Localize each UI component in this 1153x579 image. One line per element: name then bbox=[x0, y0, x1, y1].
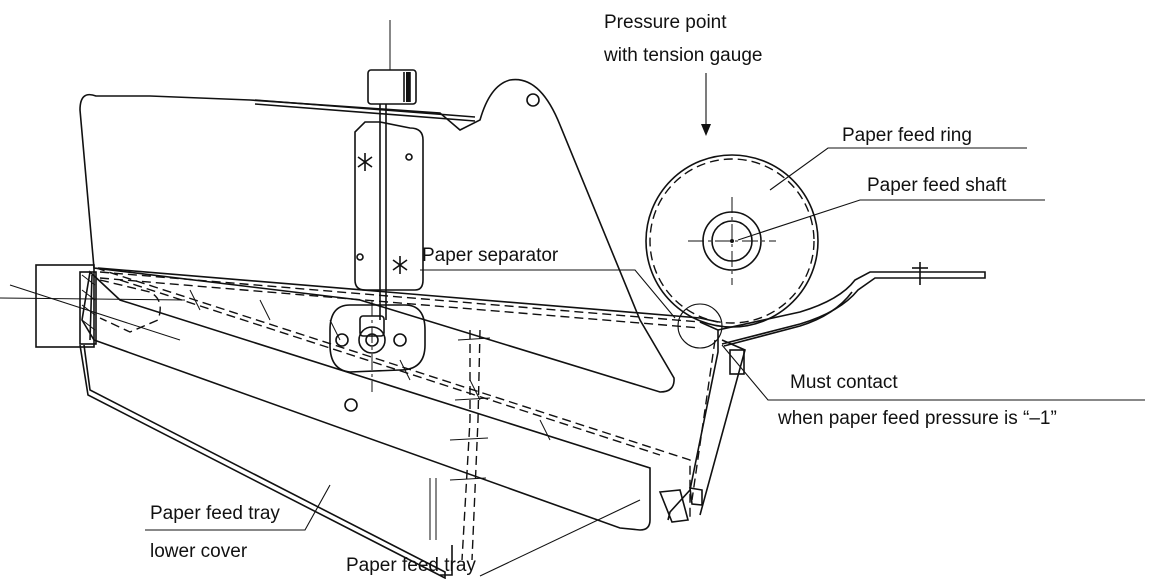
frame-hole-bottom bbox=[344, 398, 358, 412]
tray-cover-label-line1: Paper feed tray bbox=[150, 503, 280, 524]
feed-shaft-label: Paper feed shaft bbox=[867, 175, 1007, 196]
exit-guide bbox=[717, 271, 986, 345]
screw-icon-upper bbox=[357, 153, 373, 171]
tray-cover-label-line2: lower cover bbox=[150, 541, 248, 562]
separator-label: Paper separator bbox=[422, 245, 559, 266]
paper-chute bbox=[667, 321, 719, 521]
pressure-point-label-line1: Pressure point bbox=[604, 12, 727, 33]
pivot-cam bbox=[329, 304, 426, 373]
feed-ring-label: Paper feed ring bbox=[842, 125, 972, 146]
pressure-point-label-line2: with tension gauge bbox=[603, 45, 762, 66]
screw-icon-lower bbox=[392, 256, 408, 274]
frame-hole-top bbox=[526, 93, 540, 107]
must-contact-label-line2: when paper feed pressure is “–1” bbox=[777, 408, 1057, 429]
down-arrow-icon bbox=[701, 73, 711, 136]
tray-lower-cover-wire bbox=[79, 344, 446, 579]
contact-point-circle bbox=[677, 303, 723, 349]
vertical-bracket bbox=[354, 121, 424, 291]
left-end-block bbox=[35, 264, 95, 348]
must-contact-label-line1: Must contact bbox=[790, 372, 898, 393]
tray-label: Paper feed tray bbox=[346, 555, 476, 576]
paper-feed-ring bbox=[645, 154, 819, 328]
adjust-knob bbox=[367, 69, 417, 105]
side-frame-plate bbox=[79, 78, 675, 393]
paper-feed-tray bbox=[81, 270, 651, 531]
